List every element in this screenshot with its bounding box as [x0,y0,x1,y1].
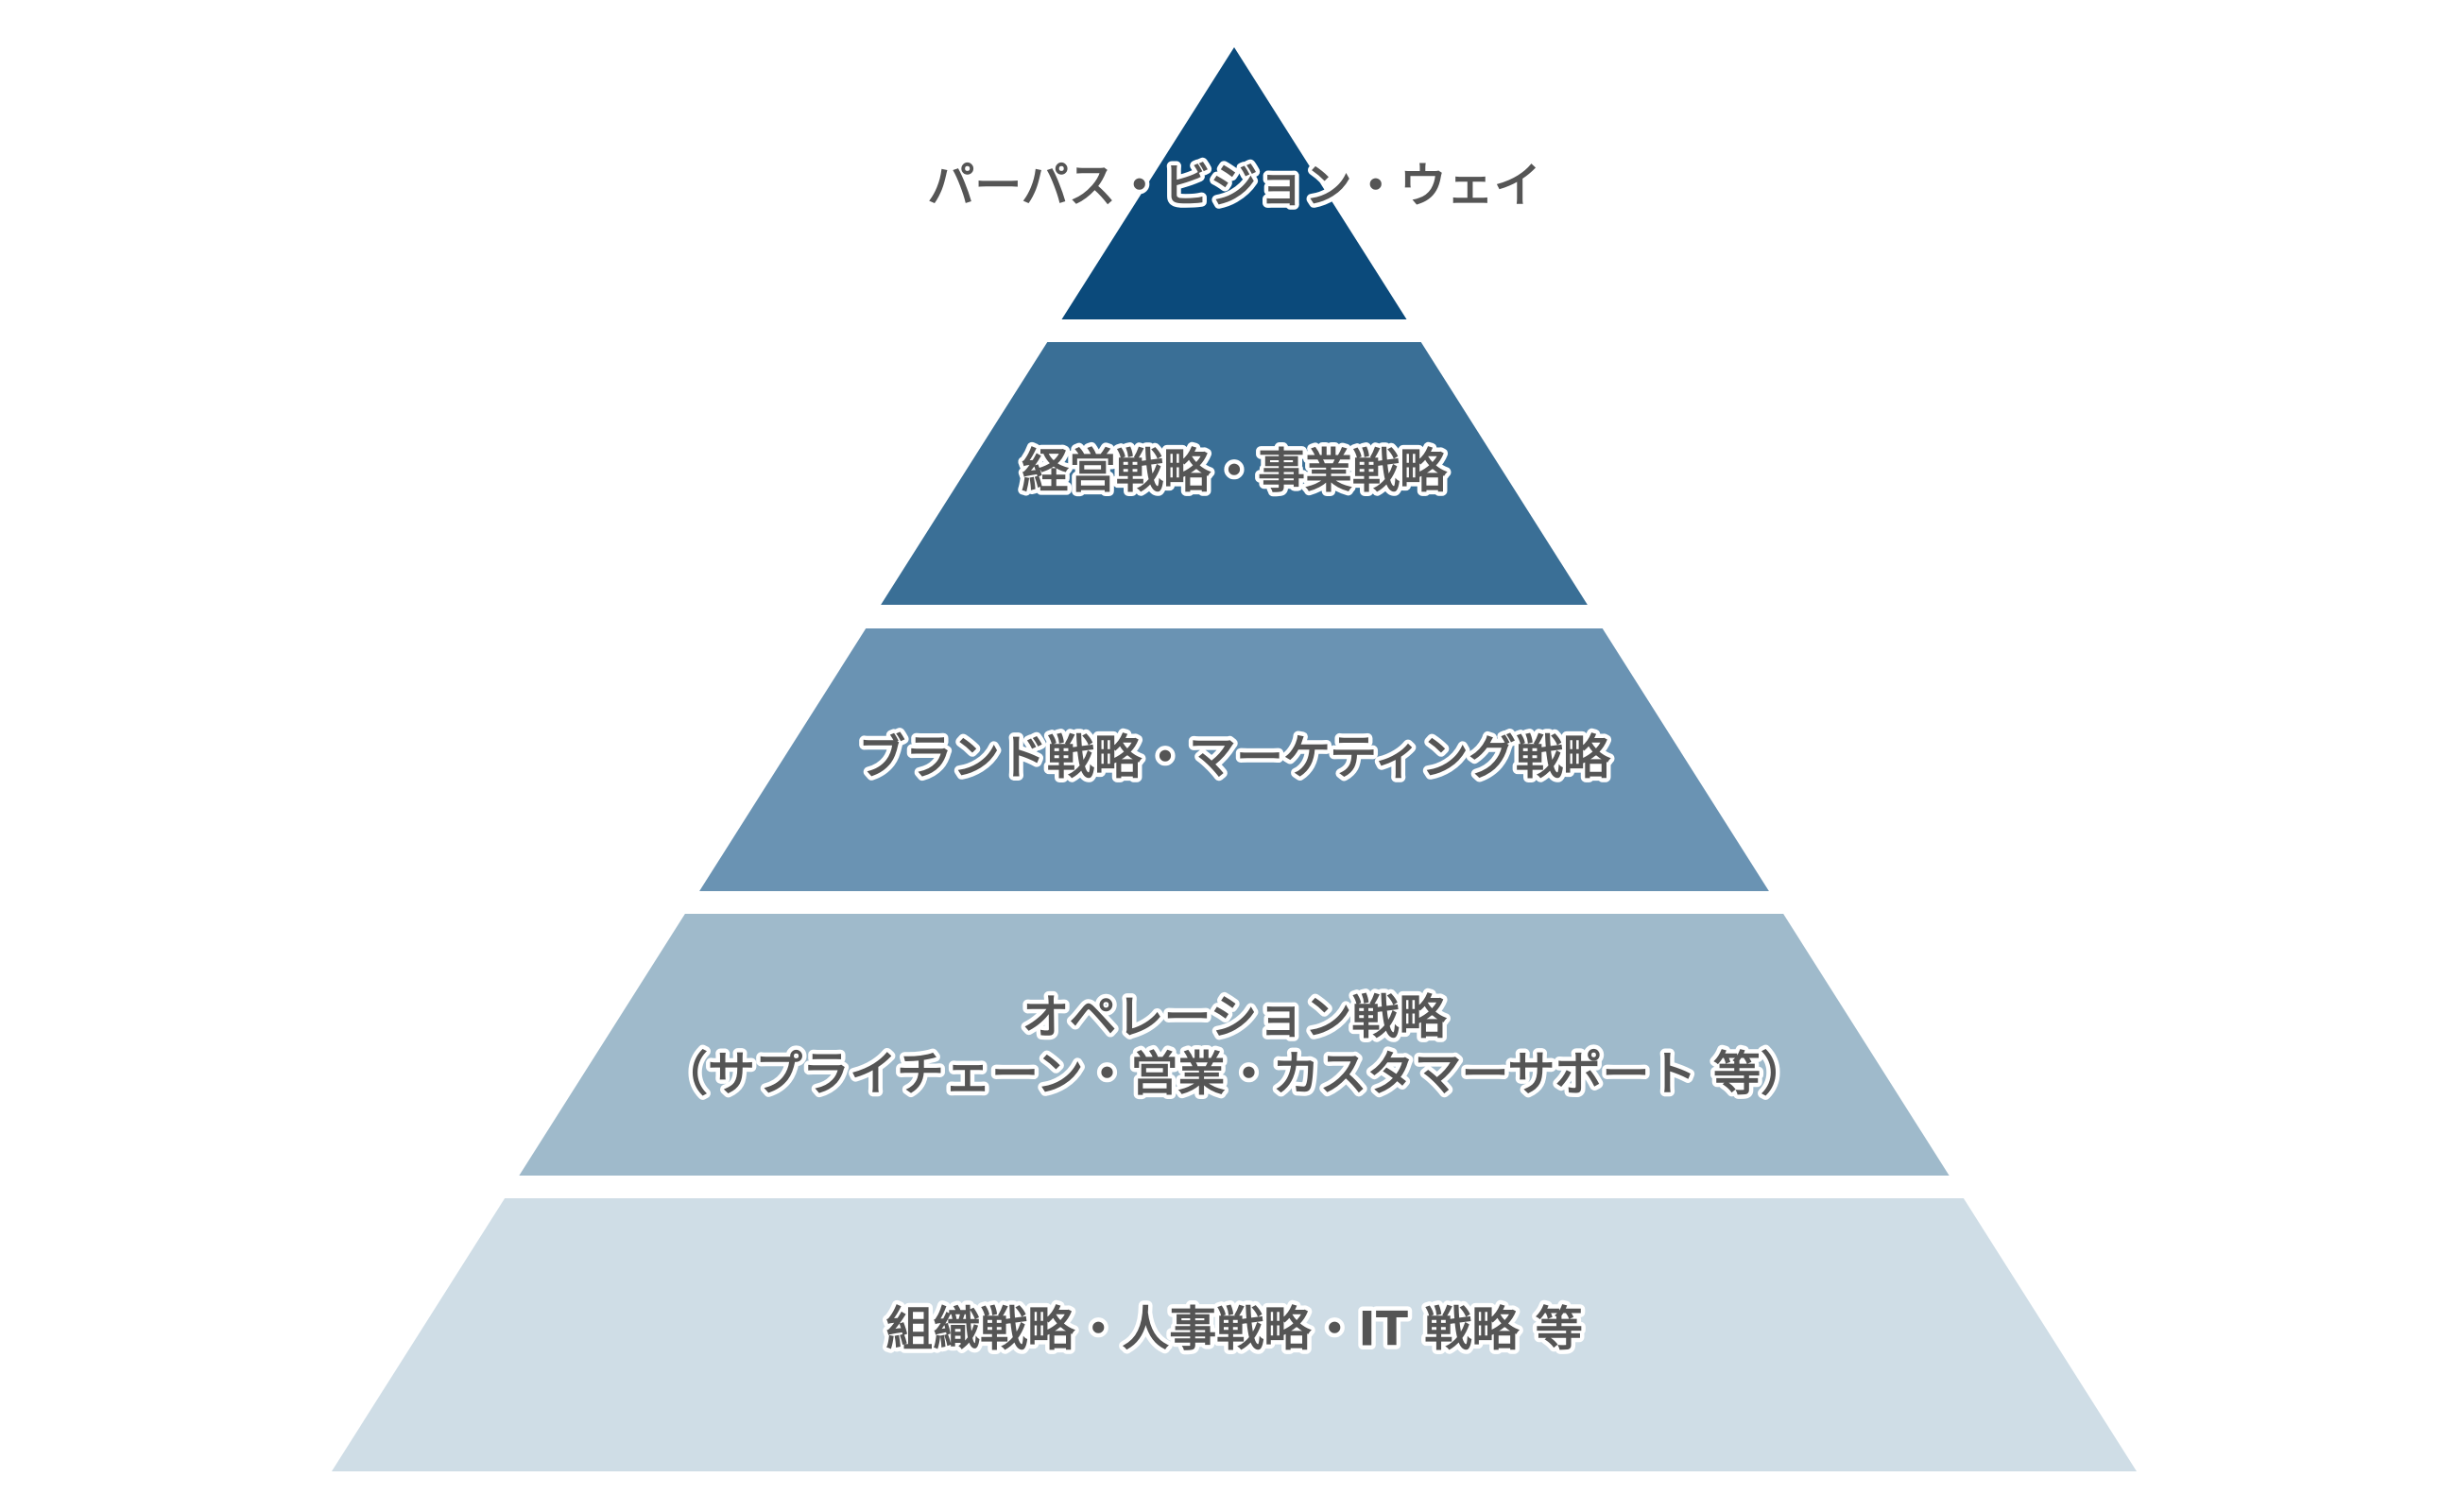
tier-management-business-strategy [881,342,1588,605]
tier-brand-marketing-strategy [699,628,1769,891]
tier-purpose-vision-way [1061,47,1407,319]
tier-operation-strategy-label-line-1: オペレーション戦略 [1022,990,1448,1045]
tier-management-business-strategy-label: 経営戦略・事業戦略 [1022,444,1448,499]
tier-purpose-vision-way-label: パーパス・ビジョン・ウェイ [927,159,1541,214]
tier-operation-strategy-label-line-2: （サプライチェーン・営業・カスタマーサポート 等） [661,1047,1808,1102]
pyramid-tiers [332,47,2137,1471]
tier-organization-hr-it-strategy [332,1198,2137,1471]
tier-organization-hr-it-strategy-label: 組織戦略・人事戦略・IT 戦略 等 [885,1302,1583,1357]
tier-operation-strategy [519,914,1950,1176]
tier-brand-marketing-strategy-label: ブランド戦略・マーケティング戦略 [858,730,1611,785]
pyramid-labels: パーパス・ビジョン・ウェイ経営戦略・事業戦略ブランド戦略・マーケティング戦略オペ… [657,154,1813,1361]
